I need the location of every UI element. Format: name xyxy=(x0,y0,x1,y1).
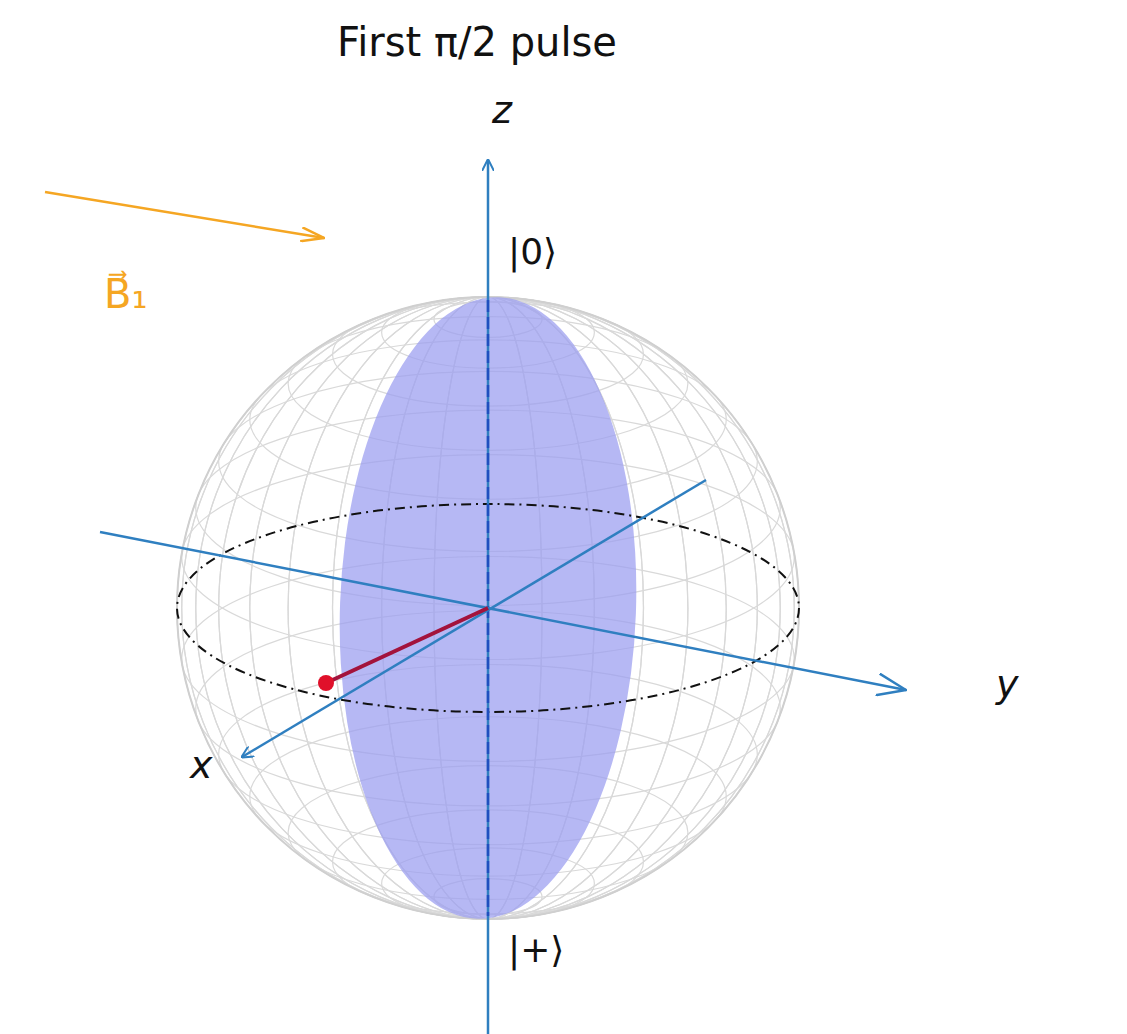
axis-label: y xyxy=(996,664,1019,706)
axis-label: z xyxy=(492,90,512,132)
title: First π/2 pulse xyxy=(337,20,617,64)
x-axis xyxy=(242,480,706,757)
state-point xyxy=(318,675,334,691)
axis-label: x xyxy=(190,745,213,787)
field-arrow xyxy=(45,192,324,238)
state-vector xyxy=(326,608,488,683)
state-label: |0⟩ xyxy=(508,232,557,272)
y-axis xyxy=(100,532,906,690)
z-axis xyxy=(487,160,490,1034)
field-label: B⃗₁ xyxy=(104,272,147,316)
state-label: |+⟩ xyxy=(508,930,564,970)
